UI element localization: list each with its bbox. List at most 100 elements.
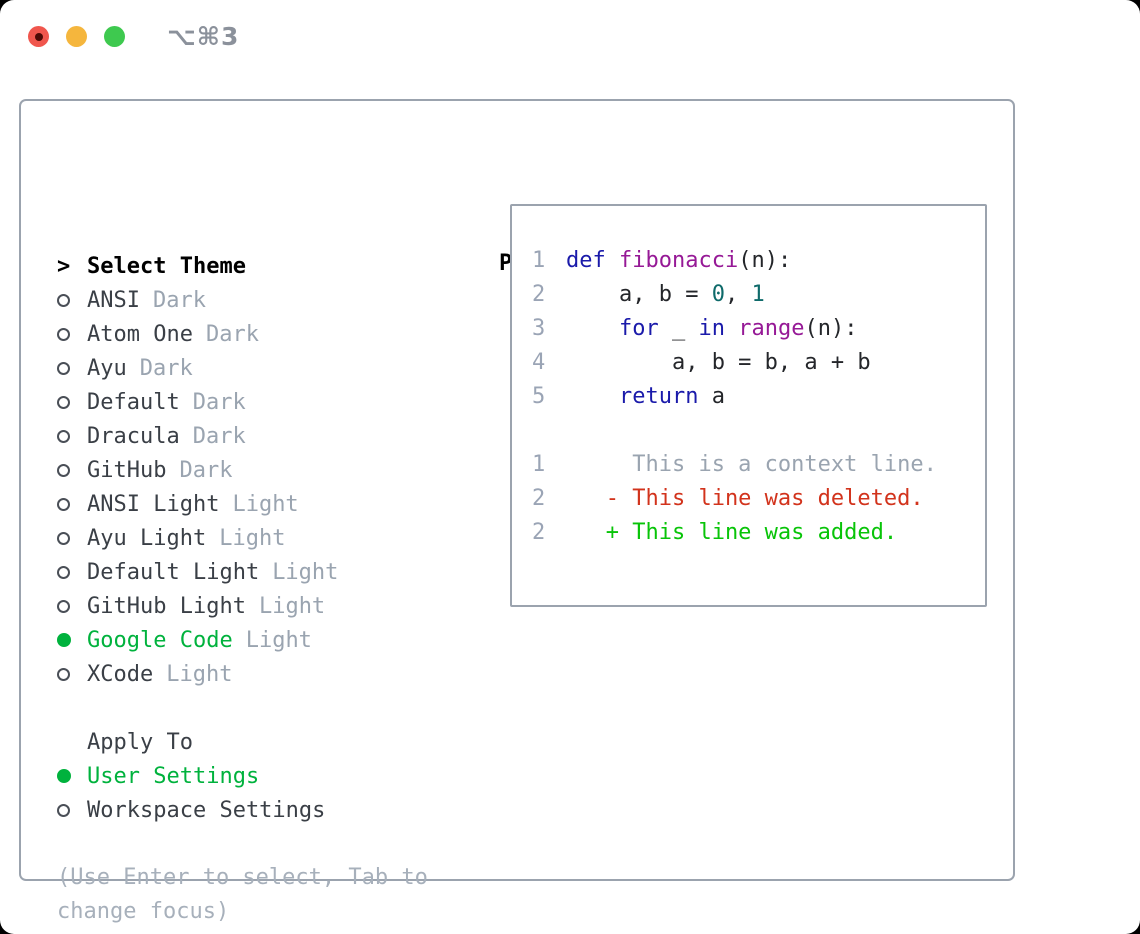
apply-option-user-settings[interactable]: User Settings <box>57 759 487 793</box>
diff-text: + This line was added. <box>566 520 898 545</box>
line-number: 5 <box>532 384 546 409</box>
line-number: 2 <box>532 520 546 545</box>
theme-name: Default <box>87 389 180 415</box>
theme-name: XCode <box>87 661 154 687</box>
theme-item-ayu[interactable]: Ayu Dark <box>57 351 487 385</box>
traffic-light-zoom[interactable] <box>104 26 125 47</box>
apply-to-header: Apply To <box>57 725 487 759</box>
select-theme-title: Select Theme <box>87 253 246 279</box>
diff-preview: 1 This is a context line.2 - This line w… <box>532 452 985 554</box>
theme-item-ansi-light[interactable]: ANSI Light Light <box>57 487 487 521</box>
help-text: (Use Enter to select, Tab to change focu… <box>57 865 428 924</box>
radio-icon <box>57 599 87 613</box>
code-segment: (n): <box>804 316 858 341</box>
radio-icon <box>57 497 87 511</box>
radio-selected-icon <box>57 769 87 783</box>
code-segment: range <box>738 316 805 341</box>
theme-name: Atom One <box>87 321 193 347</box>
line-number: 2 <box>532 486 546 511</box>
code-segment: fibonacci <box>619 248 739 273</box>
theme-variant: Dark <box>152 287 206 313</box>
theme-variant: Light <box>258 593 326 619</box>
code-line: 2 a, b = 0, 1 <box>532 282 985 316</box>
theme-variant: Dark <box>205 321 259 347</box>
code-segment: (n): <box>738 248 792 273</box>
theme-name: ANSI Light <box>87 491 220 517</box>
radio-icon <box>57 429 87 443</box>
code-segment: 1 <box>751 282 765 307</box>
theme-variant: Light <box>219 525 286 551</box>
traffic-lights <box>28 26 125 47</box>
theme-item-github[interactable]: GitHub Dark <box>57 453 487 487</box>
theme-variant: Light <box>272 559 339 585</box>
theme-name: Dracula <box>87 423 180 449</box>
radio-icon <box>57 803 87 817</box>
window-title: ⌥⌘3 <box>167 22 240 51</box>
line-number: 2 <box>532 282 546 307</box>
theme-name: Ayu Light <box>87 525 207 551</box>
theme-variant: Dark <box>139 355 193 381</box>
apply-option-label: User Settings <box>87 763 260 789</box>
code-line: 4 a, b = b, a + b <box>532 350 985 384</box>
code-segment: a, b = b, a + b <box>566 350 871 375</box>
theme-item-xcode[interactable]: XCode Light <box>57 657 487 691</box>
theme-variant: Light <box>232 491 299 517</box>
code-segment: in <box>698 316 725 341</box>
diff-text: - This line was deleted. <box>566 486 924 511</box>
code-segment: _ <box>658 316 699 341</box>
theme-name: GitHub <box>87 457 167 483</box>
apply-option-workspace-settings[interactable]: Workspace Settings <box>57 793 487 827</box>
traffic-light-close[interactable] <box>28 26 49 47</box>
line-number: 3 <box>532 316 546 341</box>
theme-variant: Dark <box>179 457 233 483</box>
theme-name: ANSI <box>87 287 140 313</box>
apply-to-title: Apply To <box>87 729 193 755</box>
radio-icon <box>57 361 87 375</box>
code-segment <box>725 316 738 341</box>
radio-icon <box>57 667 87 681</box>
code-segment <box>566 316 619 341</box>
code-segment: for <box>618 316 659 341</box>
radio-icon <box>57 327 87 341</box>
theme-variant: Light <box>166 661 233 687</box>
diff-line-context: 1 This is a context line. <box>532 452 985 486</box>
code-segment: a, b = <box>566 282 712 307</box>
code-line: 3 for _ in range(n): <box>532 316 985 350</box>
theme-item-default-light[interactable]: Default Light Light <box>57 555 487 589</box>
code-segment: a <box>698 384 725 409</box>
code-segment: return <box>618 384 699 409</box>
code-segment: def <box>566 248 606 273</box>
radio-icon <box>57 395 87 409</box>
traffic-light-minimize[interactable] <box>66 26 87 47</box>
radio-selected-icon <box>57 633 87 647</box>
theme-item-ansi[interactable]: ANSI Dark <box>57 283 487 317</box>
code-line: 5 return a <box>532 384 985 418</box>
theme-name: Default Light <box>87 559 260 585</box>
radio-icon <box>57 565 87 579</box>
code-segment <box>566 384 619 409</box>
line-number: 1 <box>532 452 546 477</box>
diff-text: This is a context line. <box>566 452 937 477</box>
theme-name: Ayu <box>87 355 127 381</box>
line-number: 4 <box>532 350 546 375</box>
theme-name: Google Code <box>87 627 233 653</box>
radio-icon <box>57 463 87 477</box>
radio-icon <box>57 531 87 545</box>
theme-item-ayu-light[interactable]: Ayu Light Light <box>57 521 487 555</box>
code-segment: , <box>724 282 752 307</box>
theme-item-atom-one[interactable]: Atom One Dark <box>57 317 487 351</box>
select-theme-header: > Select Theme <box>57 249 487 283</box>
diff-line-added: 2 + This line was added. <box>532 520 985 554</box>
window-titlebar: ⌥⌘3 <box>0 0 1140 78</box>
